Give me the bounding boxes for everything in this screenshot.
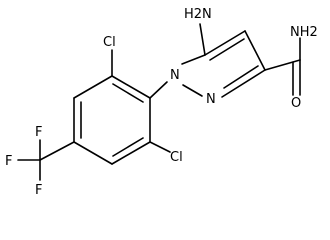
bond-c3-camide [264,59,301,71]
bond-n1-c5 [181,54,206,65]
bond-ar4-ar5 [73,141,113,165]
bond-n1-phenyl [149,81,168,99]
bond-ar5-ar6 [111,141,151,165]
chlorine-top-label: Cl [103,35,116,50]
bond-ar5-ar6-double [112,137,144,157]
bond-ar1-ar2 [111,75,151,99]
bond-n2-n1 [182,84,203,97]
bond-c5-c4-double [209,38,245,61]
bond-ar4-cf3 [39,141,75,161]
pyrazole-n2-label: N [206,92,216,107]
bond-layer [17,23,301,181]
fluorine-left-label: F [5,154,12,169]
chlorine-bottom-label: Cl [170,150,183,165]
molecule-structure: H2N NH2 O N N Cl Cl F F F [5,7,318,198]
bond-c3-n2-double [223,65,259,89]
bond-ar1-ar2-double [112,83,144,103]
carbonyl-oxygen-label: O [291,96,301,111]
bond-c4-c3 [244,30,266,71]
fluorine-top-label: F [35,125,42,140]
amino-nh2-label: H2N [184,7,212,22]
bond-ar2-ar3 [73,75,113,99]
bond-ar6-cl [149,141,171,153]
bond-c5-c4 [204,30,246,56]
fluorine-bottom-label: F [35,183,42,198]
amide-nh2-label: NH2 [290,25,318,40]
bond-c5-nh2 [199,23,206,56]
bond-c3-n2 [221,69,266,98]
label-layer: H2N NH2 O N N Cl Cl F F F [5,7,318,198]
pyrazole-n1-label: N [170,68,180,83]
